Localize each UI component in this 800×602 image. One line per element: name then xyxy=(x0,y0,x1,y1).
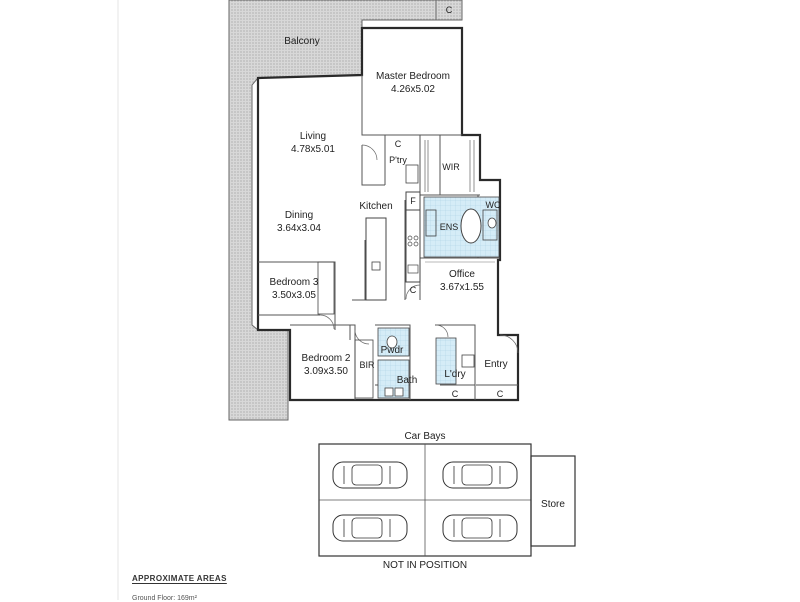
balcony-store-area xyxy=(435,0,463,21)
label-store: Store xyxy=(541,499,565,510)
bath-basin xyxy=(384,387,394,397)
cooktop-burner xyxy=(413,235,419,241)
label-pantry-cupboard: C xyxy=(395,139,402,149)
label-bir: BIR xyxy=(359,360,375,370)
ensuite-bath-icon xyxy=(460,208,482,244)
ensuite-vanity xyxy=(425,209,437,237)
powder-toilet-icon xyxy=(386,335,398,349)
cooktop-burner xyxy=(413,241,419,247)
bedroom2-bir xyxy=(354,339,374,399)
cooktop-burner xyxy=(407,235,413,241)
dims-living: 4.78x5.01 xyxy=(291,144,335,155)
label-office-cupboard: C xyxy=(410,285,417,295)
label-laundry-cupboard: C xyxy=(452,389,459,399)
pantry-shelf xyxy=(405,164,419,184)
label-entry-cupboard: C xyxy=(497,389,504,399)
toilet-icon xyxy=(487,217,497,229)
kitchen-island xyxy=(365,217,387,301)
label-balcony: Balcony xyxy=(284,36,320,47)
areas-heading: APPROXIMATE AREAS xyxy=(132,574,227,583)
ensuite-shower xyxy=(482,209,498,241)
areas-ground-floor: Ground Floor: 169m² xyxy=(132,595,197,602)
dims-master-bedroom: 4.26x5.02 xyxy=(391,84,435,95)
exterior-wall xyxy=(256,26,520,402)
laundry-floor xyxy=(435,337,457,385)
kitchen-sink xyxy=(407,264,419,274)
label-entry: Entry xyxy=(484,359,507,370)
door-swings xyxy=(319,144,519,354)
label-master-bedroom: Master Bedroom xyxy=(376,71,450,82)
label-car-bays: Car Bays xyxy=(404,431,445,442)
car-icon xyxy=(332,461,408,489)
car-icon xyxy=(332,514,408,542)
label-powder: Pwdr xyxy=(381,345,404,356)
label-wc: WC xyxy=(486,200,501,210)
fridge-space xyxy=(405,191,421,211)
bedroom3-robe xyxy=(317,261,335,315)
label-wir: WIR xyxy=(442,162,460,172)
dims-bedroom-3: 3.50x3.05 xyxy=(272,290,316,301)
car-icon xyxy=(442,514,518,542)
label-ensuite: ENS xyxy=(440,222,459,232)
bath-basin xyxy=(394,387,404,397)
label-laundry: L'dry xyxy=(444,369,465,380)
dims-bedroom-2: 3.09x3.50 xyxy=(304,366,348,377)
dims-office: 3.67x1.55 xyxy=(440,282,484,293)
cooktop-burner xyxy=(407,241,413,247)
car-icon xyxy=(442,461,518,489)
label-pantry: P'try xyxy=(389,155,407,165)
label-fridge: F xyxy=(410,196,416,206)
label-living: Living xyxy=(300,131,326,142)
bathroom-floor xyxy=(377,359,410,399)
laundry-tub xyxy=(461,354,475,368)
label-not-in-position: NOT IN POSITION xyxy=(383,560,467,571)
label-bedroom-2: Bedroom 2 xyxy=(302,353,351,364)
label-dining: Dining xyxy=(285,210,313,221)
label-bath: Bath xyxy=(397,375,418,386)
approximate-areas: APPROXIMATE AREAS Ground Floor: 169m² xyxy=(132,574,432,602)
store-outline xyxy=(530,455,576,547)
label-balcony-cupboard: C xyxy=(446,5,453,15)
label-kitchen: Kitchen xyxy=(359,201,392,212)
dims-dining: 3.64x3.04 xyxy=(277,223,321,234)
island-sink xyxy=(371,261,381,271)
label-bedroom-3: Bedroom 3 xyxy=(270,277,319,288)
label-office: Office xyxy=(449,269,475,280)
